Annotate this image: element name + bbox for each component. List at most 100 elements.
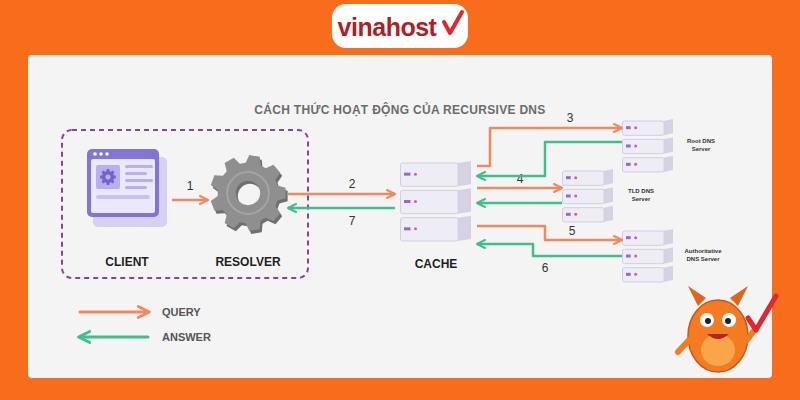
- logo-check: [444, 12, 462, 33]
- browser-bar: [96, 195, 150, 199]
- mascot-horn: [730, 286, 748, 306]
- browser-dot: [99, 152, 103, 156]
- node-label: Authoritative DNS Server: [678, 248, 728, 263]
- server-unit: [623, 121, 665, 135]
- mascot-belly: [701, 334, 735, 366]
- server-dot: [634, 255, 637, 258]
- connector-arrow: [477, 142, 622, 176]
- mascot-mouth: [707, 334, 729, 339]
- diagram-title: CÁCH THỨC HOẠT ĐỘNG CỦA RECURSIVE DNS: [254, 103, 545, 117]
- mascot-check: [748, 296, 776, 330]
- server-dot: [634, 273, 637, 276]
- server-unit: [623, 268, 665, 282]
- step-number: 2: [349, 177, 356, 191]
- server-led: [626, 126, 631, 129]
- server-side: [664, 137, 673, 153]
- server-icon: [562, 168, 614, 223]
- mascot-body: [688, 300, 748, 372]
- server-led: [626, 163, 631, 166]
- browser-icon: [85, 145, 169, 237]
- connector-arrow: [288, 207, 395, 210]
- browser-line: [125, 186, 147, 189]
- step-number: 6: [542, 261, 549, 275]
- server-unit: [623, 139, 665, 153]
- connector-arrow: [477, 244, 622, 256]
- step-number: 1: [187, 179, 194, 193]
- cache-node: CACHE: [395, 160, 477, 272]
- server-led: [566, 213, 571, 216]
- legend-text: ANSWER: [162, 331, 211, 343]
- server-dot: [574, 213, 577, 216]
- server-led: [626, 273, 631, 276]
- connector-arrow: [477, 128, 622, 166]
- step-number: 7: [349, 214, 356, 228]
- server-unit: [563, 171, 605, 185]
- server-side: [664, 119, 673, 135]
- mascot-pupil: [725, 318, 731, 324]
- gear-ring: [227, 172, 269, 214]
- connector-arrow: [288, 193, 395, 196]
- server-dot: [574, 195, 577, 198]
- server-unit: [623, 249, 665, 263]
- browser-page: [91, 159, 155, 213]
- logo-text: vinahost: [338, 13, 437, 42]
- server-unit: [623, 231, 665, 245]
- logo-pill: [332, 4, 468, 48]
- server-led: [626, 255, 631, 258]
- connector-arrow: [477, 187, 562, 190]
- resolver-node: RESOLVER: [208, 152, 288, 270]
- connector-arrow: [477, 202, 562, 205]
- node-label: CLIENT: [105, 255, 148, 270]
- client-node: CLIENT: [82, 145, 172, 270]
- server-dot: [414, 227, 417, 230]
- group-bracket: [62, 130, 308, 278]
- server-side: [664, 229, 673, 245]
- browser-line: [125, 172, 147, 175]
- mascot: [678, 286, 776, 372]
- server-unit: [401, 190, 459, 213]
- server-unit: [623, 158, 665, 172]
- dns-server-node: TLD DNS Server: [562, 168, 674, 223]
- server-side: [664, 266, 673, 282]
- gear-icon: [208, 152, 288, 234]
- server-side: [458, 216, 471, 241]
- server-led: [566, 195, 571, 198]
- server-led: [404, 227, 410, 230]
- browser-tile: [96, 165, 120, 189]
- connector-arrow: [172, 199, 208, 202]
- node-label: CACHE: [415, 257, 458, 272]
- step-number: 5: [569, 224, 576, 238]
- server-side: [458, 161, 471, 186]
- server-led: [404, 173, 410, 176]
- server-side: [458, 188, 471, 213]
- step-number: 4: [517, 172, 524, 186]
- browser-line: [125, 179, 153, 182]
- mascot-eye: [722, 313, 736, 327]
- server-icon: [400, 160, 472, 242]
- server-unit: [563, 189, 605, 203]
- server-dot: [414, 200, 417, 203]
- mascot-horn: [688, 286, 706, 306]
- server-dot: [634, 145, 637, 148]
- node-label: RESOLVER: [215, 255, 280, 270]
- mascot-arm: [678, 340, 689, 352]
- browser-dot: [93, 152, 97, 156]
- browser-dot: [105, 152, 109, 156]
- browser-line: [125, 165, 153, 168]
- server-led: [404, 200, 410, 203]
- connector-arrow: [477, 226, 622, 240]
- server-dot: [634, 163, 637, 166]
- step-number: 3: [567, 111, 574, 125]
- server-dot: [634, 126, 637, 129]
- server-led: [566, 176, 571, 179]
- server-side: [664, 247, 673, 263]
- server-unit: [401, 163, 459, 186]
- server-unit: [563, 208, 605, 222]
- legend-text: QUERY: [162, 306, 201, 318]
- server-unit: [401, 218, 459, 241]
- server-side: [604, 206, 613, 222]
- server-side: [604, 169, 613, 185]
- gear-symbol: [211, 155, 286, 231]
- server-icon: [622, 118, 674, 173]
